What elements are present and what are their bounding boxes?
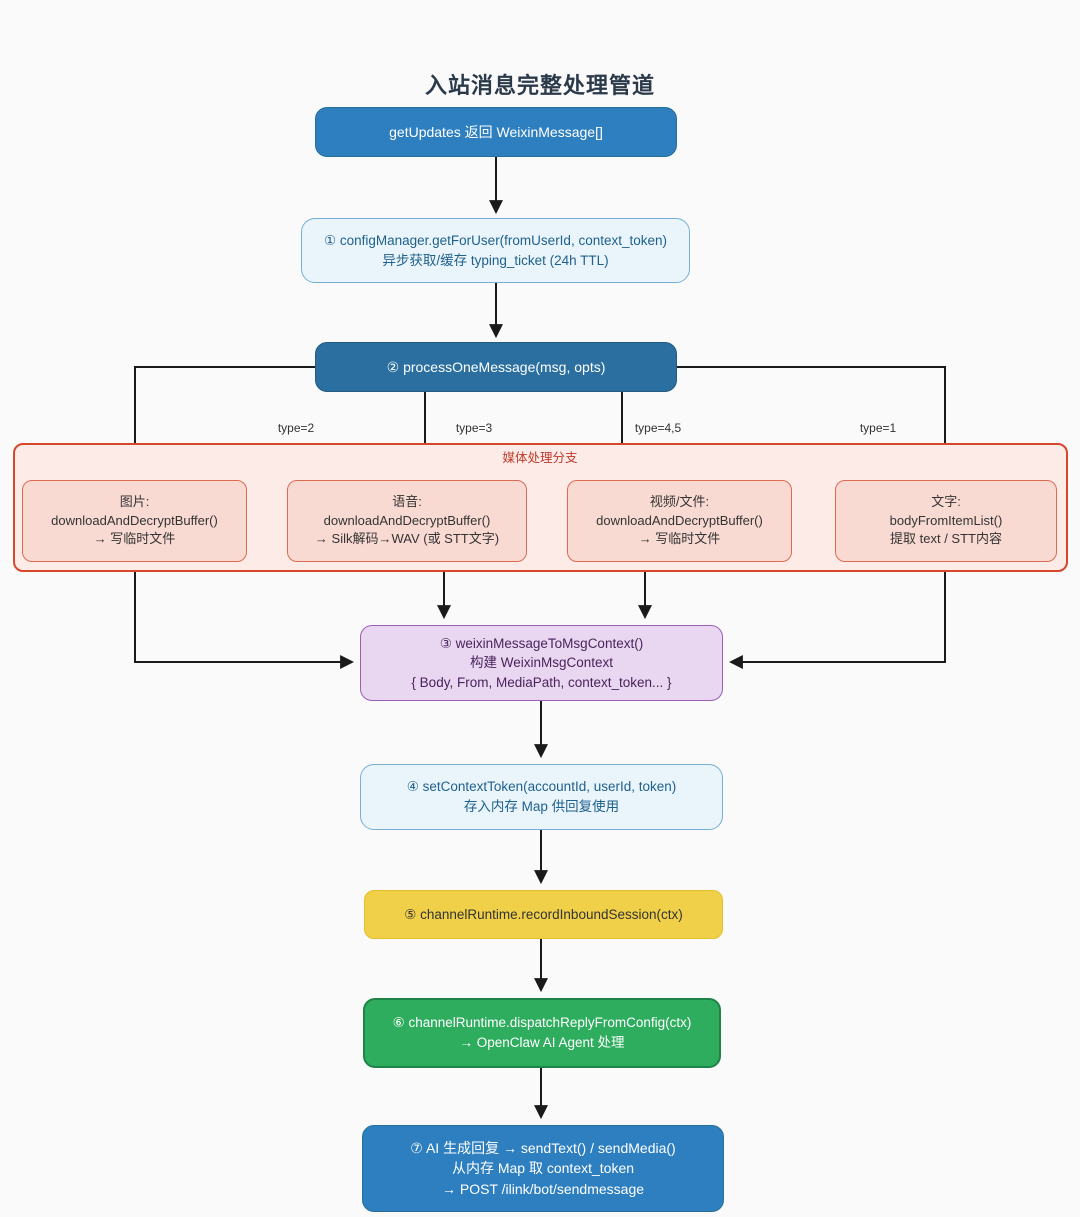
node-step2-label: ② processOneMessage(msg, opts) xyxy=(386,358,606,375)
edge-label-type45: type=4,5 xyxy=(631,421,685,435)
node-step3-line1: ③ weixinMessageToMsgContext() xyxy=(439,635,644,651)
node-step6-dispatch-reply: ⑥ channelRuntime.dispatchReplyFromConfig… xyxy=(363,998,721,1068)
edge-label-type1: type=1 xyxy=(856,421,900,435)
node-branch-image: 图片: downloadAndDecryptBuffer() → 写临时文件 xyxy=(22,480,247,562)
node-step1-line2: 异步获取/缓存 typing_ticket (24h TTL) xyxy=(382,252,609,268)
node-getupdates: getUpdates 返回 WeixinMessage[] xyxy=(315,107,677,157)
media-branch-label: 媒体处理分支 xyxy=(502,451,578,465)
node-step7-line1: ⑦ AI 生成回复 → sendText() / sendMedia() xyxy=(410,1140,676,1157)
node-step3-msg-context: ③ weixinMessageToMsgContext() 构建 WeixinM… xyxy=(360,625,723,701)
node-branch-video-line2: → 写临时文件 xyxy=(638,531,721,547)
node-branch-image-line1: downloadAndDecryptBuffer() xyxy=(51,512,218,528)
node-branch-text-title: 文字: xyxy=(931,493,961,509)
node-step3-line2: 构建 WeixinMsgContext xyxy=(469,655,614,671)
node-step4-line1: ④ setContextToken(accountId, userId, tok… xyxy=(406,779,677,795)
node-step5-record-inbound-session: ⑤ channelRuntime.recordInboundSession(ct… xyxy=(364,890,723,939)
node-branch-text: 文字: bodyFromItemList() 提取 text / STT内容 xyxy=(835,480,1057,562)
node-step7-line3: → POST /ilink/bot/sendmessage xyxy=(441,1180,645,1197)
node-step4-set-context-token: ④ setContextToken(accountId, userId, tok… xyxy=(360,764,723,830)
node-step2-process-one-message: ② processOneMessage(msg, opts) xyxy=(315,342,677,392)
node-branch-text-line1: bodyFromItemList() xyxy=(889,512,1003,528)
node-step1-line1: ① configManager.getForUser(fromUserId, c… xyxy=(324,232,667,248)
node-step5-label: ⑤ channelRuntime.recordInboundSession(ct… xyxy=(404,906,683,922)
node-branch-video-title: 视频/文件: xyxy=(649,493,710,509)
node-branch-voice-line1: downloadAndDecryptBuffer() xyxy=(323,512,491,528)
node-step6-line2: → OpenClaw AI Agent 处理 xyxy=(459,1035,625,1050)
edge-label-type3: type=3 xyxy=(452,421,496,435)
node-step7-line2: 从内存 Map 取 context_token xyxy=(451,1160,635,1177)
edge-label-type2: type=2 xyxy=(274,421,318,435)
node-step3-line3: { Body, From, MediaPath, context_token..… xyxy=(411,674,672,690)
node-branch-video-file: 视频/文件: downloadAndDecryptBuffer() → 写临时文… xyxy=(567,480,792,562)
node-step1-config-getforuser: ① configManager.getForUser(fromUserId, c… xyxy=(301,218,690,283)
node-branch-video-line1: downloadAndDecryptBuffer() xyxy=(596,512,763,528)
node-branch-image-title: 图片: xyxy=(119,493,150,509)
diagram-title: 入站消息完整处理管道 xyxy=(424,73,655,98)
node-branch-voice: 语音: downloadAndDecryptBuffer() → Silk解码→… xyxy=(287,480,527,562)
node-getupdates-label: getUpdates 返回 WeixinMessage[] xyxy=(389,123,603,140)
node-step7-send-reply: ⑦ AI 生成回复 → sendText() / sendMedia() 从内存… xyxy=(362,1125,724,1212)
node-step4-line2: 存入内存 Map 供回复使用 xyxy=(463,799,620,814)
node-step6-line1: ⑥ channelRuntime.dispatchReplyFromConfig… xyxy=(392,1015,692,1031)
node-branch-voice-line2: → Silk解码→WAV (或 STT文字) xyxy=(314,531,500,547)
node-branch-voice-title: 语音: xyxy=(392,493,422,509)
node-branch-text-line2: 提取 text / STT内容 xyxy=(890,531,1002,547)
node-branch-image-line2: → 写临时文件 xyxy=(93,531,176,547)
